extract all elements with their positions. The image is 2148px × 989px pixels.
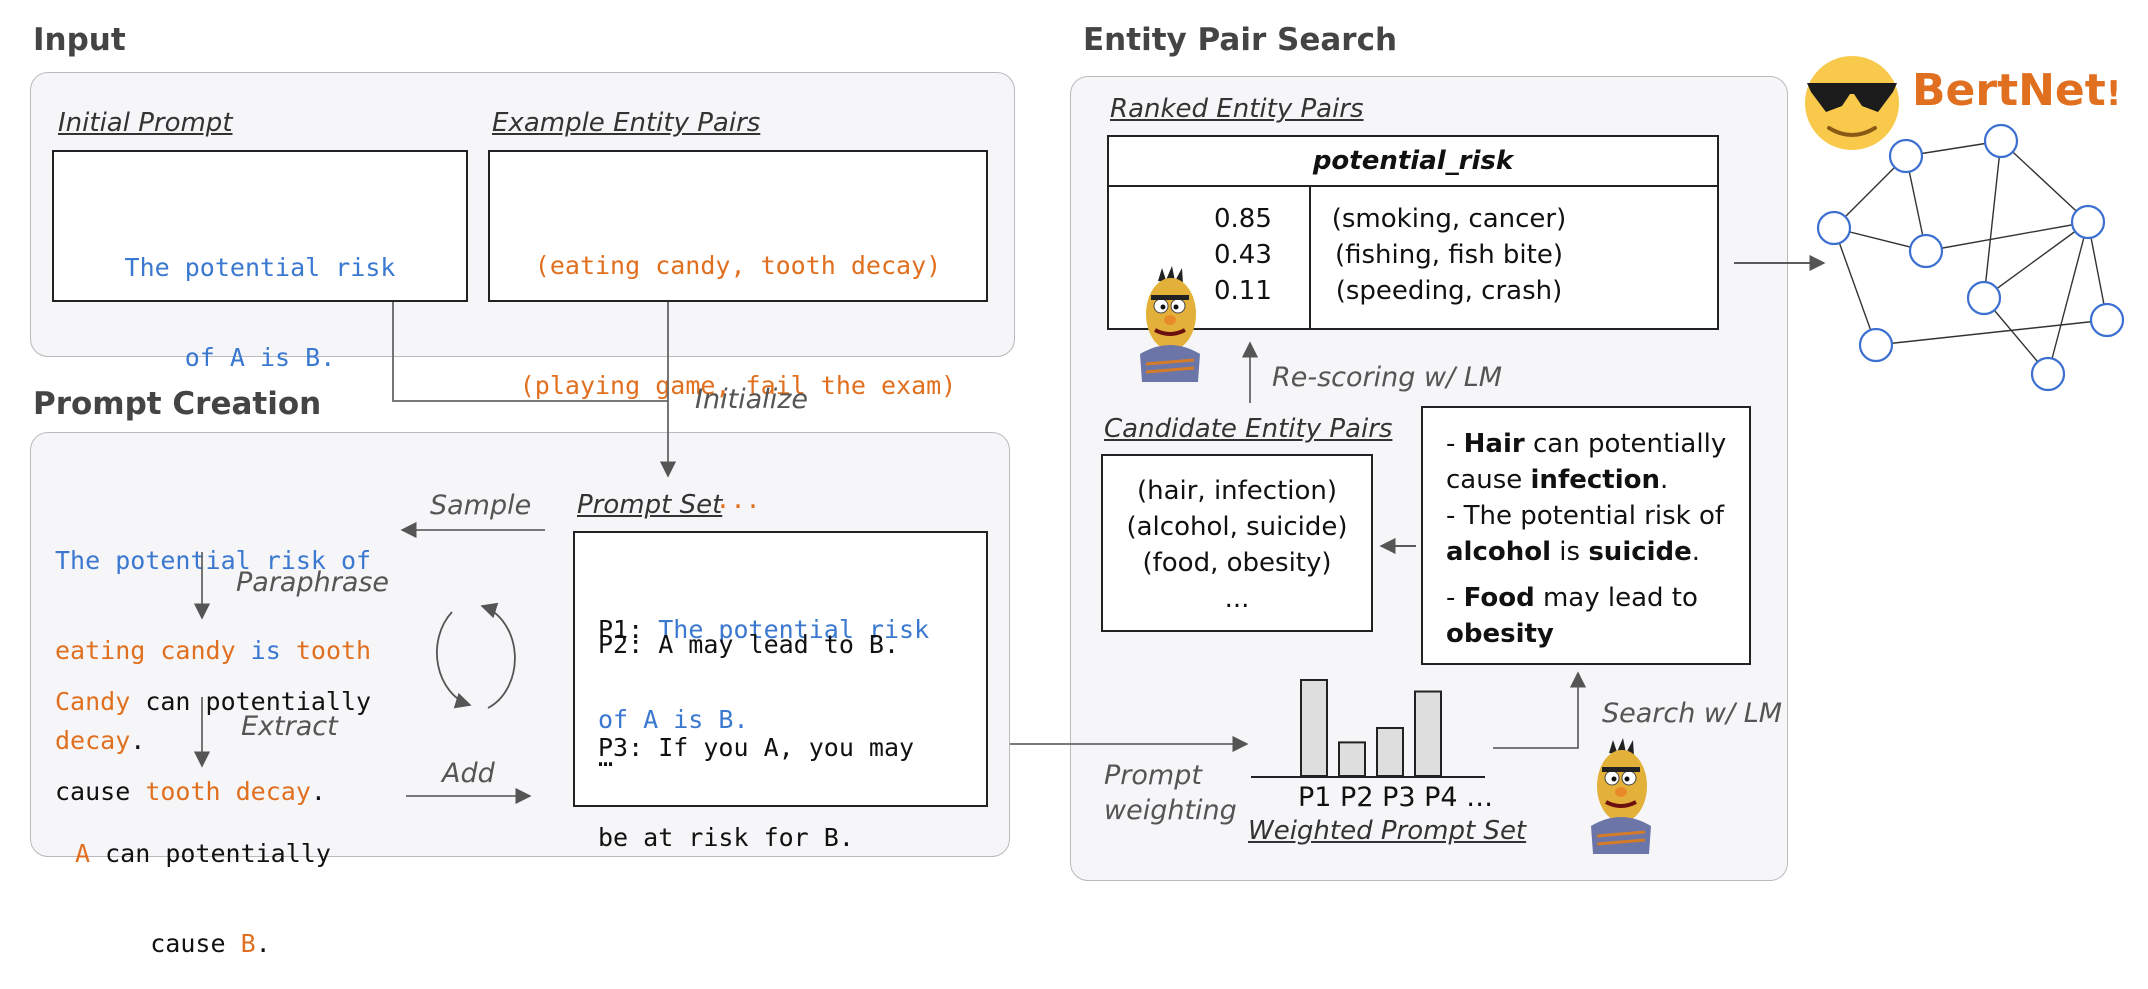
initialize-connector	[392, 302, 677, 478]
bar-p1	[1300, 679, 1328, 777]
paraphrase-label: Paraphrase	[236, 567, 390, 598]
rescoring-label: Re-scoring w/ LM	[1272, 362, 1503, 393]
graph-node	[1966, 280, 2002, 316]
extract-label: Extract	[241, 711, 338, 742]
score: 0.85	[1214, 204, 1272, 234]
section-title-prompt-creation: Prompt Creation	[33, 386, 322, 422]
sentence-1: - Hair can potentially cause infection.	[1446, 429, 1727, 495]
sentence-3: - Food may lead to obesity	[1446, 583, 1698, 649]
initialize-label: Initialize	[695, 384, 808, 415]
candidate-pairs-label: Candidate Entity Pairs	[1104, 414, 1393, 444]
graph-node	[1888, 138, 1924, 174]
example-pairs-label: Example Entity Pairs	[492, 108, 761, 138]
sampled-sentence: The potential risk of eating candy is to…	[55, 546, 372, 755]
bar-axis-labels: P1 P2 P3 P4 …	[1298, 782, 1494, 813]
sentence-2: - The potential risk of alcohol is suici…	[1446, 501, 1725, 567]
paraphrased-sentence: Candy can potentially cause tooth decay.	[55, 687, 372, 806]
example-pair-ellipsis: ...	[715, 485, 761, 514]
example-pairs-box: (eating candy, tooth decay) (playing gam…	[488, 150, 988, 514]
graph-node	[1983, 123, 2019, 159]
score: 0.11	[1214, 276, 1272, 306]
graph-node	[2089, 302, 2125, 338]
prompt-p1: P1: The potential risk of A is B.	[598, 615, 930, 734]
section-title-input: Input	[33, 22, 126, 58]
cycle-icon	[436, 602, 516, 709]
prompt-set-box: P1: The potential risk of A is B. P2: A …	[573, 531, 988, 852]
initial-prompt-line: The potential risk	[124, 253, 396, 282]
ranked-pair: (smoking, cancer)	[1331, 204, 1567, 234]
weighted-prompt-bar-chart	[1300, 679, 1442, 778]
graph-node	[1908, 233, 1944, 269]
search-arrow	[1493, 671, 1587, 749]
table-header: potential_risk	[1109, 137, 1717, 187]
bertnet-logo-text: BertNet!	[1912, 65, 2122, 116]
bar-p4	[1414, 690, 1442, 778]
search-label: Search w/ LM	[1602, 698, 1783, 729]
graph-nodes	[1816, 123, 2125, 392]
ranked-pair: (speeding, crash)	[1335, 276, 1563, 306]
ranked-pairs-table: potential_risk 0.85 0.43 0.11 (smoking, …	[1107, 135, 1719, 330]
add-label: Add	[442, 758, 495, 789]
initial-prompt-label: Initial Prompt	[58, 108, 233, 138]
bar-p3	[1376, 727, 1404, 777]
sunglasses-emoji-icon	[1805, 56, 1899, 150]
prompt-p2: P2: A may lead to B.	[598, 630, 900, 659]
example-pair: (eating candy, tooth decay)	[534, 251, 942, 280]
graph-node	[2030, 356, 2066, 392]
sample-label: Sample	[430, 490, 532, 521]
candidate-pair: (food, obesity)	[1142, 548, 1332, 578]
table-divider	[1309, 185, 1311, 328]
candidate-pair: (alcohol, suicide)	[1126, 512, 1348, 542]
pair-column: (smoking, cancer) (fishing, fish bite) (…	[1309, 201, 1589, 309]
diagram-overlay	[193, 56, 2125, 854]
candidate-ellipsis: ...	[1224, 584, 1250, 614]
candidate-pairs-box: (hair, infection) (alcohol, suicide) (fo…	[1101, 454, 1373, 632]
ranked-pairs-label: Ranked Entity Pairs	[1110, 94, 1364, 124]
generated-sentences-box: - Hair can potentially cause infection. …	[1421, 406, 1751, 665]
prompt-more: …	[598, 743, 614, 772]
section-title-entity-pair-search: Entity Pair Search	[1083, 22, 1398, 58]
prompt-p3: P3: If you A, you may be at risk for B.	[598, 733, 915, 852]
prompt-weighting-label: Prompt weighting	[1104, 760, 1237, 826]
bert-mascot-icon	[1140, 266, 1200, 382]
weighted-prompt-set-label: Weighted Prompt Set	[1248, 816, 1527, 846]
graph-node	[2070, 204, 2106, 240]
prompt-set-label: Prompt Set	[577, 490, 723, 520]
initial-prompt-line: of A is B.	[184, 343, 336, 372]
score-column: 0.85 0.43 0.11	[1214, 201, 1272, 309]
graph-node	[1816, 210, 1852, 246]
bert-mascot-icon	[1591, 738, 1651, 854]
bar-p2	[1338, 741, 1366, 778]
ranked-pair: (fishing, fish bite)	[1334, 240, 1563, 270]
graph-node	[1858, 327, 1894, 363]
score: 0.43	[1214, 240, 1272, 270]
initial-prompt-box: The potential risk of A is B.	[52, 150, 468, 372]
candidate-pair: (hair, infection)	[1136, 476, 1338, 506]
